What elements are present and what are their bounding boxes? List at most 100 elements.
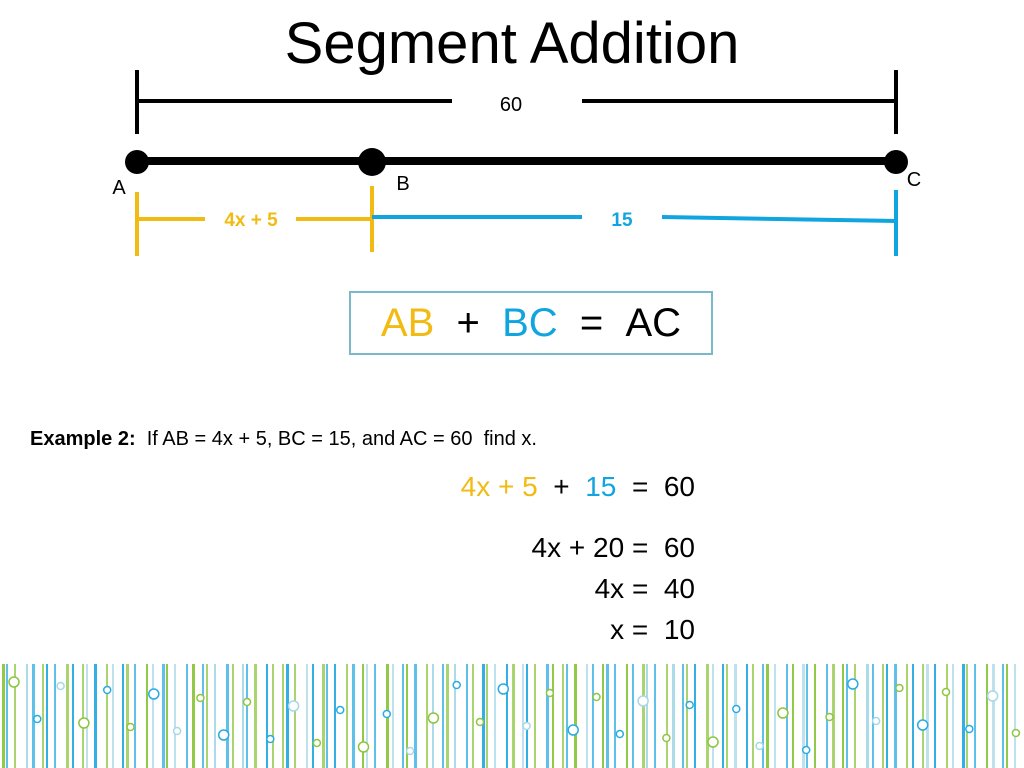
stripe — [362, 664, 364, 768]
stripe — [66, 664, 69, 768]
stripe — [46, 664, 48, 768]
stripe — [552, 664, 554, 768]
stripe — [442, 664, 444, 768]
stripe — [642, 664, 645, 768]
stripe — [32, 664, 35, 768]
stripe — [322, 664, 325, 768]
solution-step-2: 4x + 20 = 60 — [531, 532, 695, 563]
stripe — [1014, 664, 1016, 768]
stripe — [446, 664, 449, 768]
ab-bracket: 4x + 5 — [135, 186, 374, 256]
stripe — [106, 664, 108, 768]
stripe — [494, 664, 496, 768]
stripe — [694, 664, 696, 768]
stripe-circle — [33, 714, 42, 724]
stripe-circle — [871, 716, 881, 726]
stripe — [466, 664, 468, 768]
stripe-circle — [382, 709, 392, 719]
stripe — [526, 664, 528, 768]
stripe — [726, 664, 728, 768]
stripe — [282, 664, 284, 768]
stripe-circle — [615, 729, 625, 739]
stripe — [506, 664, 508, 768]
stripe — [352, 664, 355, 768]
page-title: Segment Addition — [284, 11, 740, 76]
solution-step-1: 4x + 5 + 15 = 60 — [300, 470, 695, 504]
stripe-circle — [475, 717, 485, 727]
segment-diagram: 60 A B C 4x + 5 15 — [112, 70, 921, 256]
stripe — [186, 664, 188, 768]
stripe-circle — [801, 745, 811, 755]
step1-ab: 4x + 5 — [460, 471, 538, 502]
stripe-circle — [916, 719, 929, 731]
solution-step-3: 4x = 40 — [594, 573, 695, 604]
stripe-circle — [545, 688, 555, 698]
stripe-circle — [126, 722, 135, 732]
example-prompt: Example 2: If AB = 4x + 5, BC = 15, and … — [30, 428, 537, 451]
stripe — [406, 664, 408, 768]
stripe — [712, 664, 714, 768]
stripe — [166, 664, 168, 768]
stripe-circle — [707, 736, 719, 748]
stripe — [774, 664, 776, 768]
stripe — [802, 664, 805, 768]
formula-ab: AB — [380, 301, 435, 345]
stripe-circle — [78, 717, 90, 729]
stripe-circle — [986, 690, 999, 702]
stripe — [486, 664, 488, 768]
stripe — [952, 664, 954, 768]
step1-bc: 15 — [585, 471, 617, 502]
stripe — [686, 664, 688, 768]
stripe — [632, 664, 634, 768]
stripe — [842, 664, 844, 768]
stripe — [14, 664, 16, 768]
stripe — [966, 664, 968, 768]
stripe — [6, 664, 8, 768]
stripe — [912, 664, 914, 768]
stripe-circle — [825, 712, 834, 722]
stripe-circle — [567, 724, 579, 736]
ab-length-label: 4x + 5 — [224, 210, 278, 231]
stripe — [286, 664, 289, 768]
stripe — [846, 664, 848, 768]
step1-plus: + — [553, 471, 570, 502]
stripe — [706, 664, 709, 768]
stripe — [214, 664, 216, 768]
stripe — [926, 664, 929, 768]
stripe — [906, 664, 908, 768]
stripe — [886, 664, 888, 768]
stripe — [962, 664, 965, 768]
stripe — [946, 664, 948, 768]
formula-plus: + — [456, 301, 480, 345]
stripe — [426, 664, 428, 768]
stripe-circle — [592, 692, 601, 702]
stripe — [72, 664, 74, 768]
stripe — [986, 664, 988, 768]
bc-length-label: 15 — [611, 210, 633, 231]
stripe — [1002, 664, 1004, 768]
stripe — [162, 664, 165, 768]
stripe-circle — [895, 683, 904, 693]
stripe-circle — [755, 741, 764, 751]
stripe-circle — [312, 738, 322, 748]
stripe — [746, 664, 748, 768]
stripe — [366, 664, 368, 768]
stripe — [792, 664, 794, 768]
stripe — [272, 664, 274, 768]
stripe — [82, 664, 84, 768]
formula-bc: BC — [502, 301, 558, 345]
stripe — [806, 664, 808, 768]
stripe — [626, 664, 628, 768]
point-a-label: A — [112, 177, 126, 199]
stripe — [654, 664, 656, 768]
stripe-circle — [335, 705, 345, 715]
stripe-circle — [662, 733, 671, 743]
stripe — [592, 664, 594, 768]
stripe — [586, 664, 588, 768]
stripe — [614, 664, 616, 768]
total-length-label: 60 — [500, 94, 522, 116]
stripe — [126, 664, 129, 768]
total-length-bracket: 60 — [135, 70, 898, 134]
stripe — [752, 664, 754, 768]
stripe-circle — [965, 724, 974, 734]
